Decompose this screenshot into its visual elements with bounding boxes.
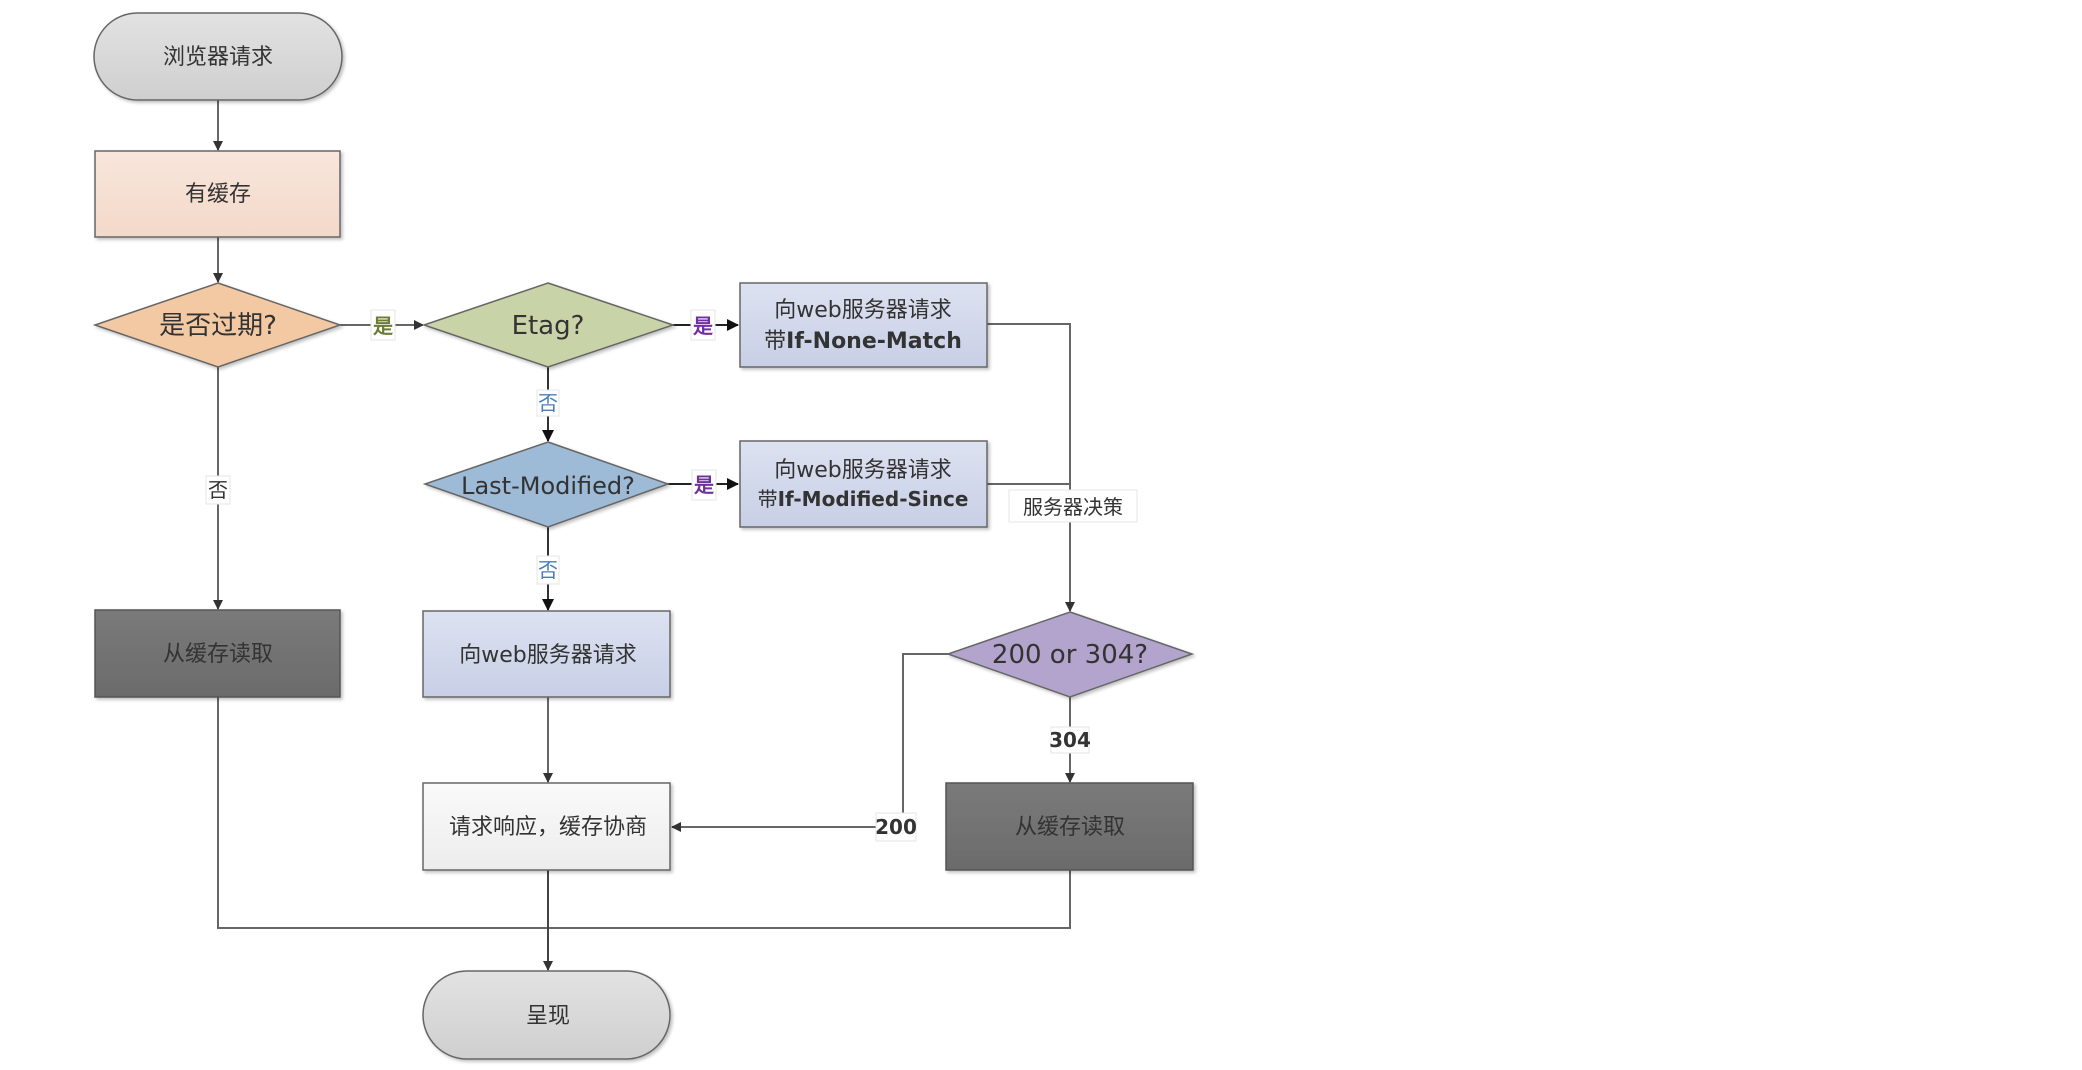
request-plain-box <box>422 610 671 698</box>
lastmod-yes-label-bg <box>691 469 717 501</box>
start-terminator <box>93 12 343 101</box>
server-decision-label-bg <box>1008 489 1138 523</box>
read-cache-right-label: 从缓存读取 <box>1015 815 1125 840</box>
edge-decision-200 <box>671 653 948 832</box>
read-cache-left-box <box>94 609 341 698</box>
read-cache-left-label: 从缓存读取 <box>163 642 273 667</box>
expired-yes-label: 是 <box>372 314 393 338</box>
etag-yes-label-bg <box>690 309 716 341</box>
has-cache-label: 有缓存 <box>185 182 251 207</box>
request-if-none-match-line1: 向web服务器请求 <box>774 298 952 323</box>
if-none-match-header: If-None-Match <box>786 329 962 354</box>
expired-diamond <box>92 282 343 368</box>
request-if-modified-since-line2: 带If-Modified-Since <box>758 487 969 511</box>
request-prefix: 带 <box>758 487 778 511</box>
lastmod-no-label: 否 <box>538 558 558 582</box>
request-if-modified-since-line1: 向web服务器请求 <box>774 458 952 483</box>
status-decision-label: 200 or 304? <box>992 640 1148 670</box>
connectors <box>213 100 1075 971</box>
edge-req-etag-to-decision <box>987 323 1075 612</box>
status-decision-diamond <box>945 611 1195 698</box>
response-box <box>422 782 671 871</box>
etag-no-label-bg <box>536 389 560 417</box>
status-200-label-bg <box>875 812 917 842</box>
last-modified-diamond <box>422 441 671 528</box>
expired-no-label-bg <box>205 475 231 505</box>
has-cache-box <box>94 150 341 238</box>
etag-yes-label: 是 <box>692 314 713 338</box>
request-prefix: 带 <box>764 329 786 354</box>
etag-label: Etag? <box>512 311 585 341</box>
expired-yes-label-bg <box>370 309 396 341</box>
etag-no-label: 否 <box>538 391 558 415</box>
end-terminator <box>422 970 671 1060</box>
request-if-modified-since-box <box>739 440 988 528</box>
expired-no-label: 否 <box>208 478 228 502</box>
if-modified-since-header: If-Modified-Since <box>778 487 969 511</box>
start-label: 浏览器请求 <box>163 45 273 70</box>
request-plain-label: 向web服务器请求 <box>459 643 637 668</box>
edge-readcache-left-to-end <box>217 697 1071 929</box>
expired-label: 是否过期? <box>159 311 277 341</box>
status-304-label-bg <box>1050 726 1090 754</box>
read-cache-right-box <box>945 782 1194 871</box>
server-decision-label: 服务器决策 <box>1023 495 1123 519</box>
request-if-none-match-box <box>739 282 988 368</box>
end-label: 呈现 <box>526 1004 570 1029</box>
status-200-label: 200 <box>875 815 917 839</box>
response-label: 请求响应，缓存协商 <box>449 815 647 840</box>
request-if-none-match-line2: 带If-None-Match <box>764 329 962 354</box>
last-modified-label: Last-Modified? <box>461 472 635 500</box>
etag-diamond <box>421 282 676 368</box>
status-304-label: 304 <box>1049 728 1091 752</box>
lastmod-no-label-bg <box>536 555 560 585</box>
lastmod-yes-label: 是 <box>693 473 714 497</box>
